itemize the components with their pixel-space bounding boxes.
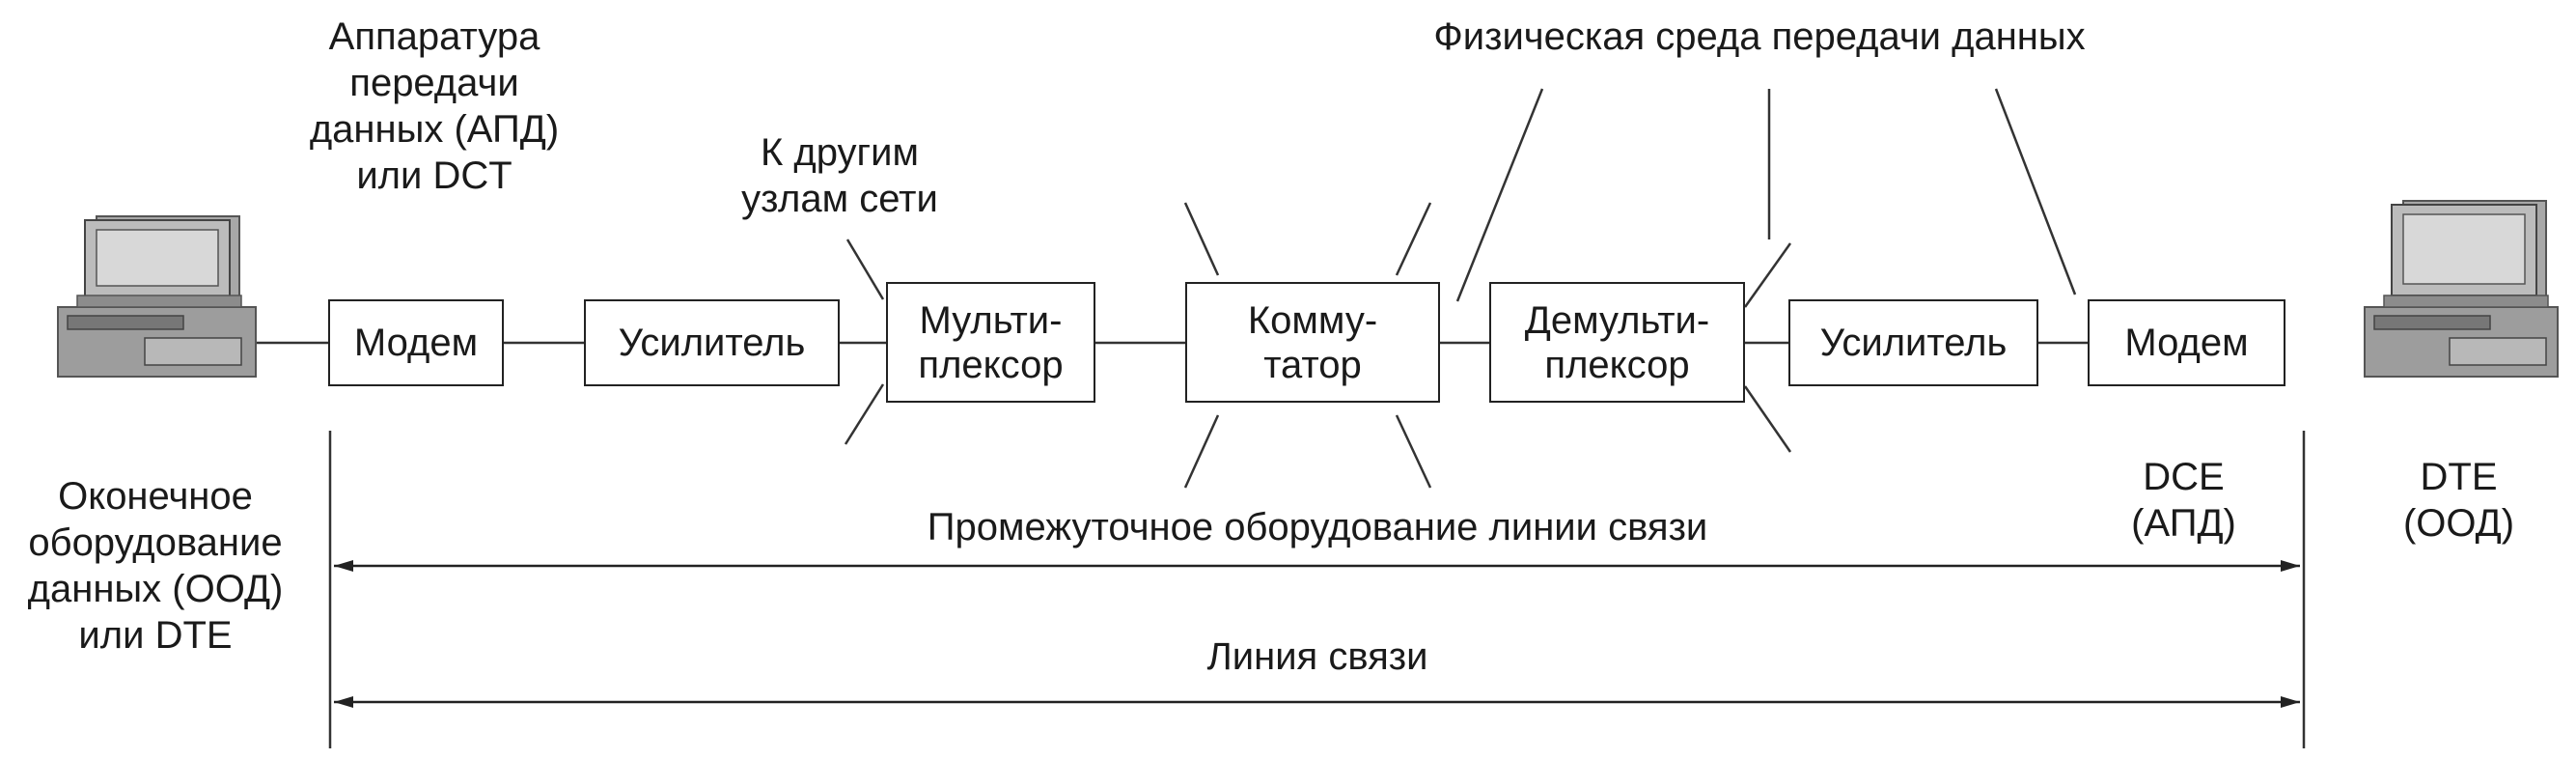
communication-line-label: Линия связи xyxy=(1206,635,1428,678)
amplifier-left-block: Усилитель xyxy=(584,299,840,386)
amplifier-right-block: Усилитель xyxy=(1788,299,2038,386)
intermediate-equipment-label: Промежуточное оборудование линии связи xyxy=(927,506,1708,548)
dce-label: DCE (АПД) xyxy=(2131,456,2236,545)
modem-left-block: Модем xyxy=(328,299,504,386)
physical-medium-pointers xyxy=(1455,88,2077,302)
other-nodes-label: К другим узлам сети xyxy=(741,131,938,220)
multiplexer-block: Мульти- плексор xyxy=(886,282,1095,403)
demultiplexer-block: Демульти- плексор xyxy=(1489,282,1745,403)
switch-block: Комму- татор xyxy=(1185,282,1440,403)
physical-medium-label: Физическая среда передачи данных xyxy=(1433,15,2086,58)
dte-label: DTE (ООД) xyxy=(2402,456,2515,545)
desktop-computer-icon xyxy=(2364,200,2559,378)
desktop-computer-icon xyxy=(57,215,257,378)
ood-left-label: Оконечное оборудование данных (ООД) или … xyxy=(27,475,284,657)
other-nodes-links xyxy=(844,202,1792,489)
apd-label: Аппаратура передачи данных (АПД) или DCT xyxy=(309,15,560,197)
modem-right-block: Модем xyxy=(2088,299,2285,386)
extent-markers xyxy=(328,431,2306,748)
